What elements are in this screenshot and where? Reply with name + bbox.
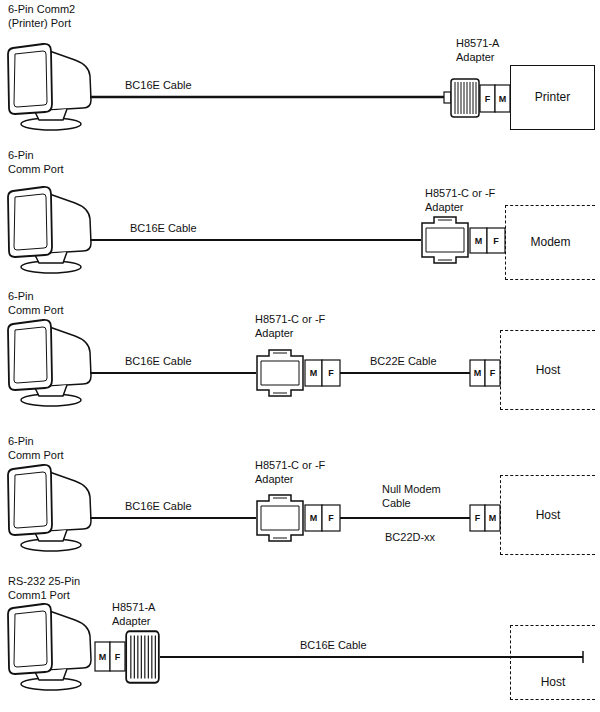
cable-label: BC16E Cable — [125, 78, 192, 92]
modem-box: Modem — [505, 205, 595, 280]
gender-letter: M — [474, 368, 482, 378]
cable-label: Null Modem Cable — [382, 482, 452, 510]
gender-letter: M — [475, 236, 483, 246]
gender-letter: M — [310, 513, 318, 523]
gender-letter: F — [475, 513, 481, 523]
adapter-label: H8571-C or -F Adapter — [255, 312, 337, 340]
port-label: 6-Pin Comm2 (Printer) Port — [8, 2, 86, 30]
gender-letter: F — [328, 513, 334, 523]
host-box: Host — [500, 475, 595, 555]
host-box: Host — [510, 625, 595, 700]
port-label: 6-Pin Comm Port — [8, 289, 66, 317]
device-name: Host — [536, 363, 561, 378]
port-label: RS-232 25-Pin Comm1 Port — [8, 574, 94, 602]
gender-letter: F — [485, 94, 491, 104]
device-name: Host — [536, 508, 561, 523]
gender-letter: F — [490, 368, 496, 378]
gender-letter: M — [489, 513, 497, 523]
port-label: 6-Pin Comm Port — [8, 434, 66, 462]
adapter-label: H8571-A Adapter — [112, 600, 172, 628]
cable-label: BC22E Cable — [370, 354, 437, 368]
adapter-label: H8571-C or -F Adapter — [255, 458, 337, 486]
gender-letter: M — [99, 652, 107, 662]
cable-label: BC16E Cable — [300, 638, 367, 652]
cable-label: BC22D-xx — [385, 530, 435, 544]
adapter-label: H8571-A Adapter — [456, 36, 516, 64]
gender-letter: F — [493, 236, 499, 246]
cable-label: BC16E Cable — [130, 221, 197, 235]
gender-letter: F — [115, 652, 121, 662]
device-name: Printer — [535, 90, 570, 105]
cable-label: BC16E Cable — [125, 499, 192, 513]
printer-box: Printer — [510, 65, 595, 130]
device-name: Modem — [530, 235, 570, 250]
adapter-label: H8571-C or -F Adapter — [425, 186, 507, 214]
cable-label: BC16E Cable — [125, 354, 192, 368]
gender-letter: F — [328, 368, 334, 378]
host-box: Host — [500, 330, 595, 410]
gender-letter: M — [499, 94, 507, 104]
gender-letter: M — [310, 368, 318, 378]
device-name: Host — [541, 675, 566, 690]
port-label: 6-Pin Comm Port — [8, 148, 66, 176]
